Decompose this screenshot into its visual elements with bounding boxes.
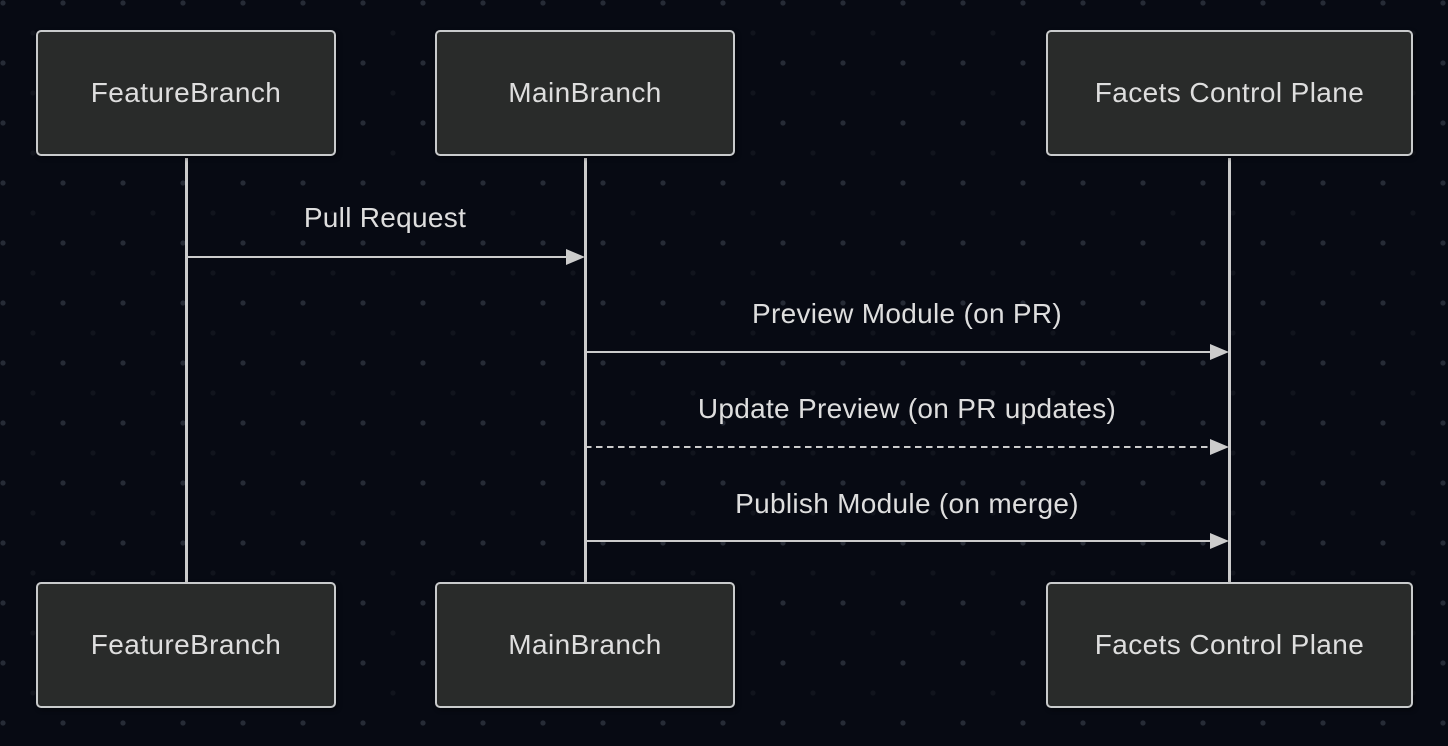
actor-label: FeatureBranch <box>90 77 282 108</box>
arrowhead-icon <box>1210 438 1229 455</box>
actor-label: MainBranch <box>508 77 662 108</box>
arrow-shaft <box>585 539 1215 543</box>
arrow-shaft <box>585 350 1215 354</box>
actor-label: Facets Control Plane <box>1094 629 1365 660</box>
message-arrow-preview-module <box>585 343 1229 361</box>
message-arrow-pull-request <box>186 248 585 266</box>
lifeline-facets-control-plane <box>1228 158 1231 584</box>
message-label-pull-request: Pull Request <box>303 202 467 233</box>
message-label-update-preview: Update Preview (on PR updates) <box>697 393 1117 424</box>
lifeline-main-branch <box>583 158 587 584</box>
actor-top-feature-branch: FeatureBranch <box>36 30 336 156</box>
message-arrow-update-preview <box>585 438 1229 456</box>
actor-bottom-main-branch: MainBranch <box>435 582 735 708</box>
actor-top-main-branch: MainBranch <box>435 30 735 156</box>
actor-label: FeatureBranch <box>90 629 282 660</box>
arrowhead-icon <box>1210 532 1229 549</box>
actor-bottom-facets-control-plane: Facets Control Plane <box>1046 582 1413 708</box>
lifeline-feature-branch <box>184 158 188 584</box>
arrow-shaft-dashed <box>585 445 1215 449</box>
arrowhead-icon <box>566 248 585 265</box>
actor-label: Facets Control Plane <box>1094 77 1365 108</box>
actor-bottom-feature-branch: FeatureBranch <box>36 582 336 708</box>
message-arrow-publish-module <box>585 532 1229 550</box>
actor-label: MainBranch <box>508 629 662 660</box>
arrow-shaft <box>186 255 571 259</box>
message-label-preview-module: Preview Module (on PR) <box>751 298 1063 329</box>
actor-top-facets-control-plane: Facets Control Plane <box>1046 30 1413 156</box>
message-label-publish-module: Publish Module (on merge) <box>735 488 1079 519</box>
arrowhead-icon <box>1210 343 1229 360</box>
